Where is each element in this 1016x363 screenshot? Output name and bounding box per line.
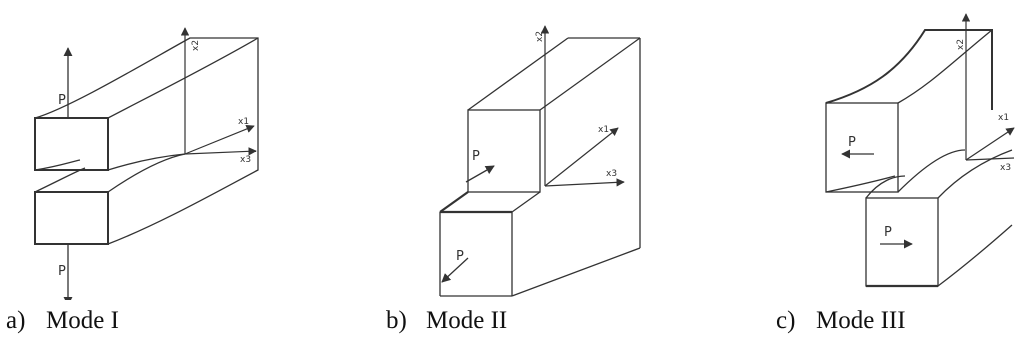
mode-i-axes: [180, 27, 257, 156]
mode-ii-load-arrows: [441, 165, 495, 283]
mode-iii-caption-letter: c): [776, 307, 796, 334]
mode-i-load-label-top: P: [58, 93, 66, 108]
mode-i-axis-x3-label: x3: [240, 155, 251, 165]
mode-iii-caption: c) Mode III: [776, 307, 906, 335]
mode-ii-load-label-top: P: [472, 149, 480, 164]
mode-iii-caption-text: Mode III: [816, 307, 906, 334]
mode-ii-specimen: [439, 37, 641, 297]
mode-iii-load-arrows: [841, 149, 913, 249]
mode-iii-axis-x2-label: x2: [956, 39, 966, 50]
mode-ii-axis-x3-label: x3: [606, 169, 617, 179]
mode-i-load-label-bottom: P: [58, 264, 66, 279]
mode-i-caption-text: Mode I: [46, 307, 119, 334]
mode-i-axis-x2-label: x2: [191, 40, 201, 51]
mode-iii-load-label-bottom: P: [884, 225, 892, 240]
mode-ii-axes: [540, 25, 625, 187]
mode-ii-axis-x2-label: x2: [535, 31, 545, 42]
mode-i-specimen: [34, 37, 259, 245]
mode-ii-caption-text: Mode II: [426, 307, 508, 334]
mode-iii-axis-x3-label: x3: [1000, 163, 1011, 173]
mode-iii-specimen: [825, 29, 1013, 288]
fracture-modes-diagram: P P x2 x1 x3 P P x2 x1 x3: [34, 13, 1015, 306]
mode-iii-load-label-top: P: [848, 135, 856, 150]
mode-iii-axis-x1-label: x1: [998, 113, 1009, 123]
mode-ii-axis-x1-label: x1: [598, 125, 609, 135]
mode-ii-load-label-bottom: P: [456, 249, 464, 264]
mode-i-caption: a) Mode I: [6, 307, 119, 335]
mode-i-axis-x1-label: x1: [238, 117, 249, 127]
mode-i-caption-letter: a): [6, 307, 26, 334]
mode-iii-axes: [961, 13, 1015, 161]
mode-ii-caption-letter: b): [386, 307, 407, 334]
mode-ii-caption: b) Mode II: [386, 307, 507, 335]
